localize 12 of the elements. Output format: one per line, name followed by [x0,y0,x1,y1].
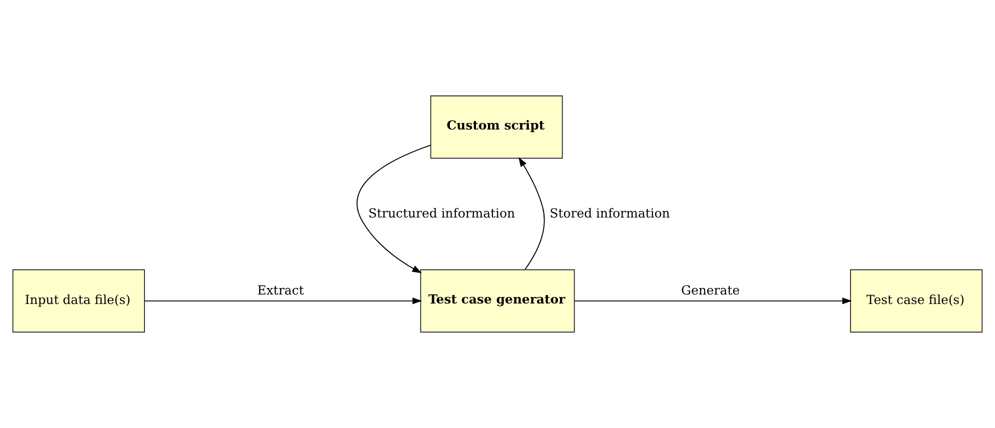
arrow [574,298,852,304]
arrow [144,298,422,304]
edge-label: Structured information [368,205,516,220]
arrow [356,144,432,274]
edge-label: Stored information [550,205,670,220]
node-box: Custom script [430,95,563,159]
edge-label: Extract [257,282,304,298]
arrow [518,157,545,270]
node-box: Test case generator [420,269,575,333]
node-box: Input data file(s) [12,269,145,333]
node-box: Test case file(s) [850,269,983,333]
edge-label: Generate [681,282,740,298]
